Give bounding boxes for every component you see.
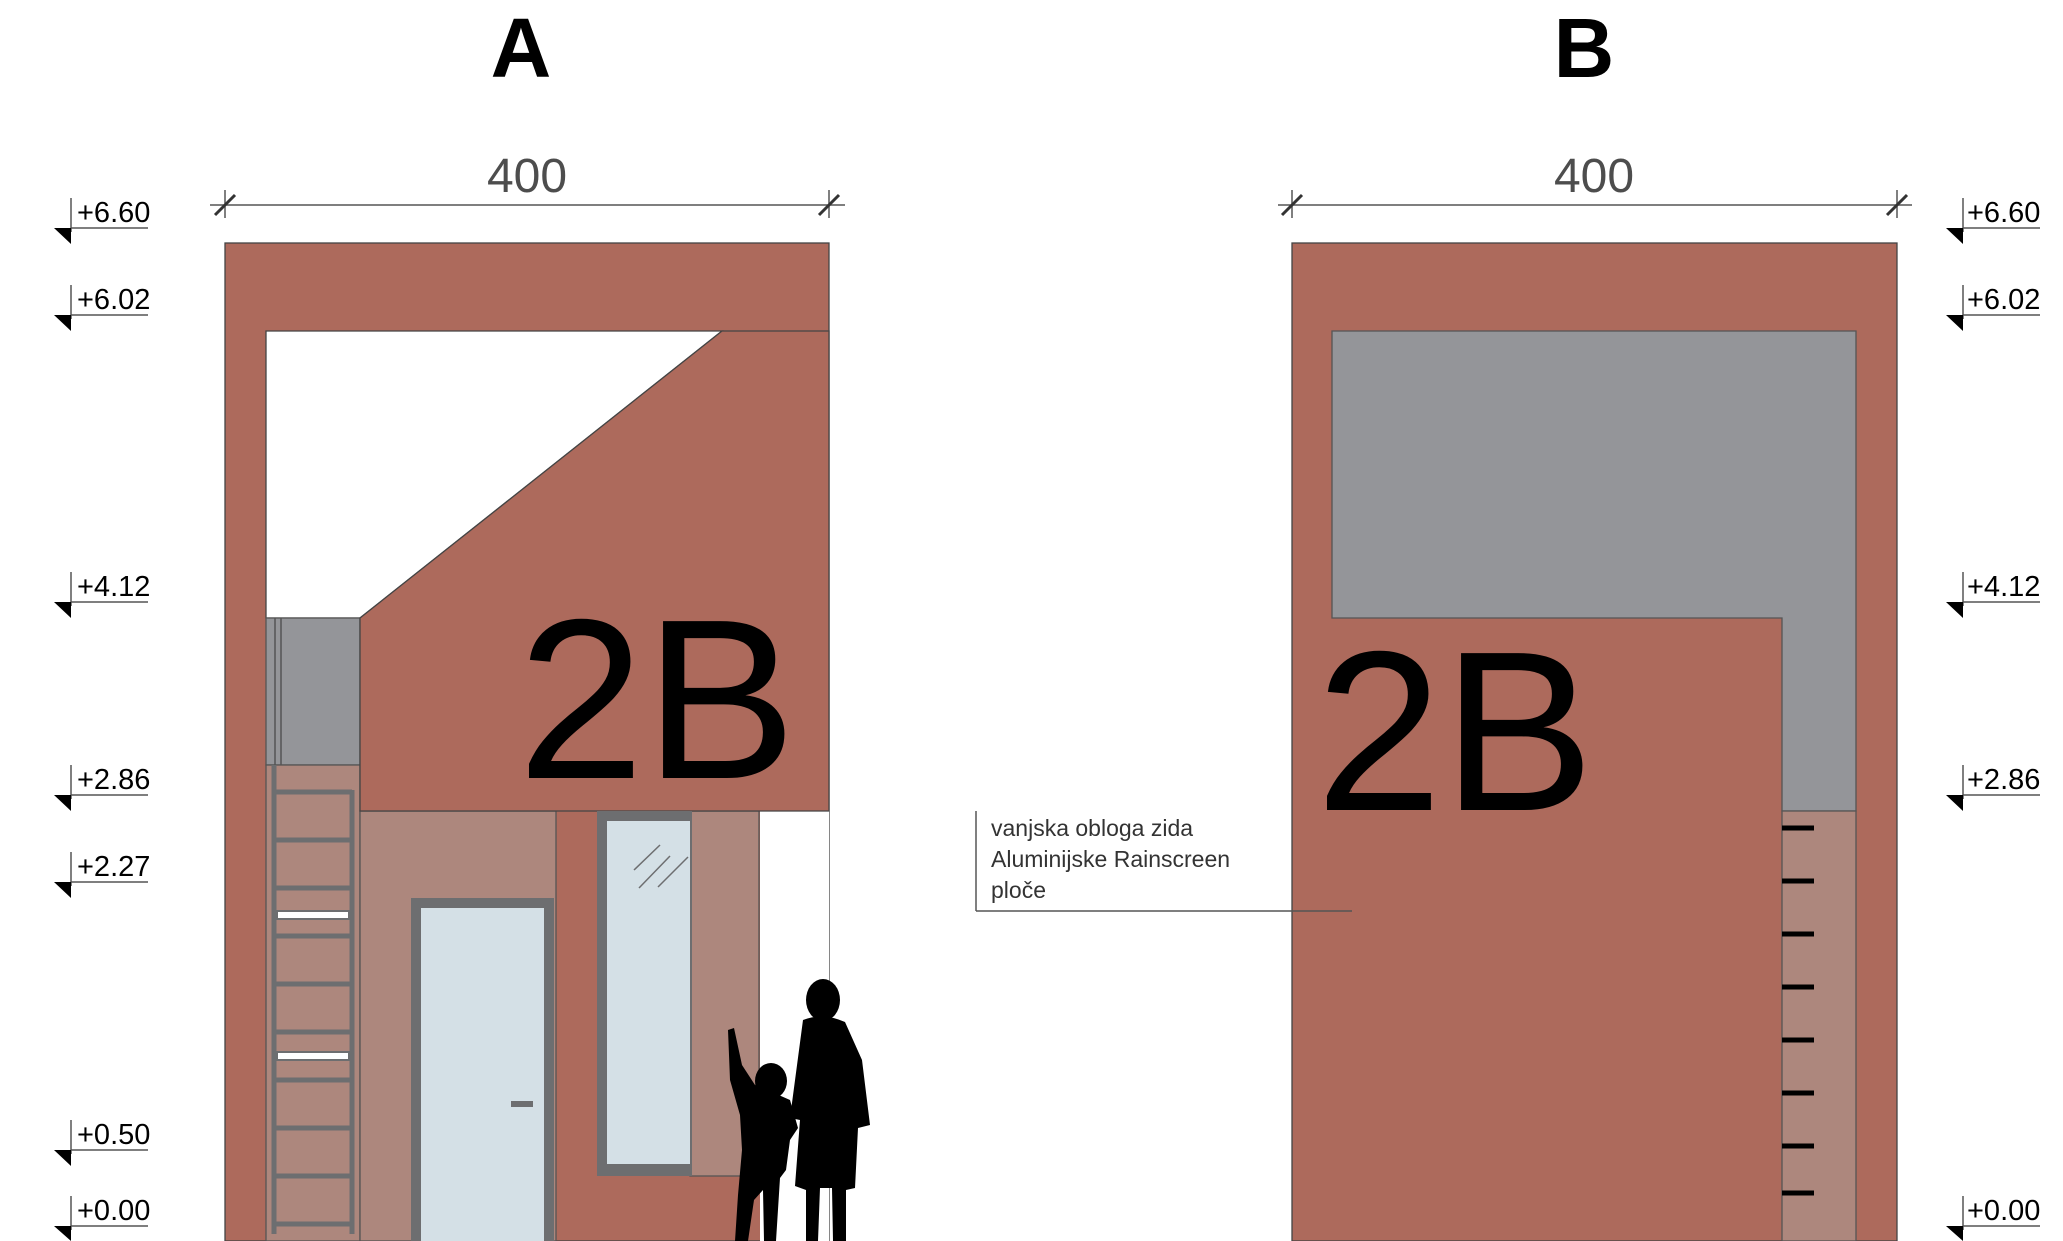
width-dimension-a-text: 400 [487,150,567,203]
svg-text:+0.00: +0.00 [1967,1195,2040,1227]
level-markers-left: +6.60 +6.02 +4.12 +2.86 +2.27 +0.50 [54,197,150,1241]
annotation-line-2: Aluminijske Rainscreen [991,846,1230,872]
svg-text:+2.27: +2.27 [77,851,150,883]
svg-text:+6.02: +6.02 [1967,284,2040,316]
svg-text:+0.50: +0.50 [77,1119,150,1151]
width-dimension-b-text: 400 [1554,150,1634,203]
elevation-view-b: 2B [1291,242,1898,1241]
level-marker: +6.02 [54,284,150,331]
svg-text:+6.02: +6.02 [77,284,150,316]
view-title-b: B [1554,1,1615,95]
svg-text:+2.86: +2.86 [77,764,150,796]
level-marker: +6.02 [1946,284,2040,331]
level-marker: +2.86 [1946,764,2040,811]
material-annotation: vanjska obloga zida Aluminijske Rainscre… [975,811,1352,912]
svg-text:+6.60: +6.60 [1967,197,2040,229]
level-markers-right: +6.60 +6.02 +4.12 +2.86 +0.00 [1946,197,2040,1241]
ladder-recess-a [265,764,361,1241]
wall-steps [1782,825,1814,1196]
level-marker: +0.00 [54,1195,150,1241]
elevation-view-a: 2B [224,242,870,1241]
annotation-line-1: vanjska obloga zida [991,815,1193,841]
level-marker: +0.00 [1946,1195,2040,1241]
annotation-line-3: ploče [991,877,1046,903]
people-silhouette [728,979,870,1241]
overhang-panel-a [359,330,830,812]
side-recess-b [1781,810,1857,1241]
entrance-door [411,898,554,1241]
svg-text:+2.86: +2.86 [1967,764,2040,796]
svg-text:+4.12: +4.12 [1967,571,2040,603]
side-window [597,811,692,1176]
svg-text:+6.60: +6.60 [77,197,150,229]
view-title-a: A [491,1,552,95]
level-marker: +4.12 [1946,571,2040,618]
svg-text:+4.12: +4.12 [77,571,150,603]
level-marker: +2.86 [54,764,150,811]
ladder [271,765,355,1234]
door-handle [511,1101,533,1107]
level-marker: +6.60 [54,197,150,244]
grey-panel-a [265,617,361,766]
level-marker: +6.60 [1946,197,2040,244]
width-dimension-a: 400 [210,150,845,218]
level-marker: +2.27 [54,851,150,898]
width-dimension-b: 400 [1278,150,1912,218]
level-marker: +0.50 [54,1119,150,1166]
svg-text:+0.00: +0.00 [77,1195,150,1227]
unit-label-b: 2B [1316,605,1595,859]
unit-label-a: 2B [518,573,797,827]
level-marker: +4.12 [54,571,150,618]
